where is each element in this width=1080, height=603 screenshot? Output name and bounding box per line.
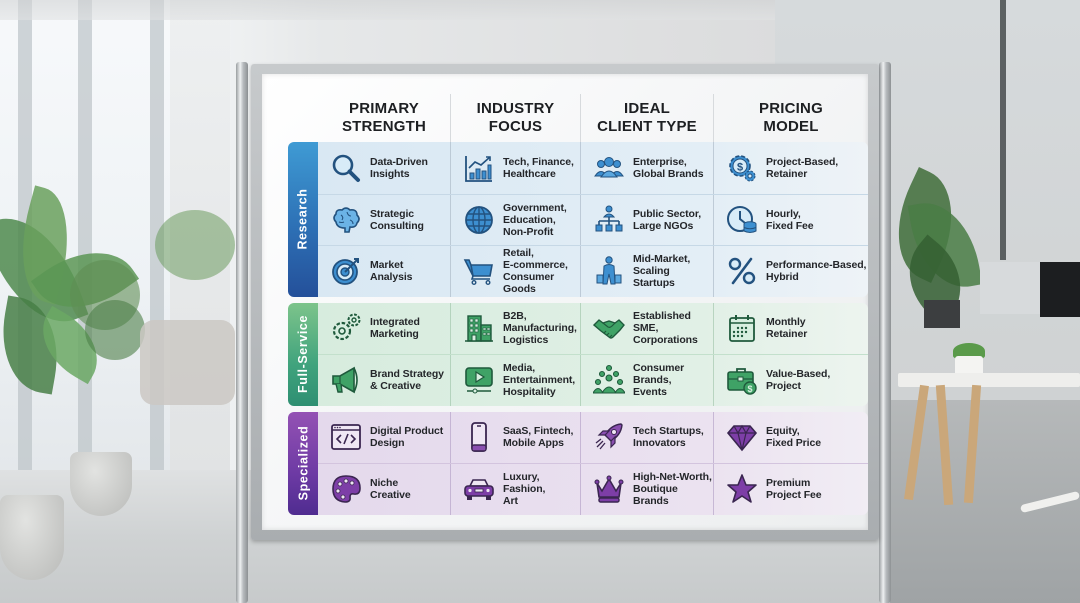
stand-post-right [879,62,891,603]
crown-icon [593,473,625,505]
desk-plant [953,343,985,359]
table-cell: $ Value-Based, Project [713,355,868,406]
table-cell: Mid-Market, Scaling Startups [580,246,713,297]
table-row: Strategic Consulting Government, Educati… [318,193,868,246]
org-chart-icon [593,204,625,236]
svg-text:$: $ [747,384,752,394]
section-label-research: Research [288,142,318,297]
table-cell: Consumer Brands, Events [580,355,713,406]
star-icon [726,473,758,505]
table-cell: Integrated Marketing [318,303,450,355]
table-cell: Data-Driven Insights [318,142,450,194]
table-row: Niche Creative Luxury, Fashion, Art High… [318,463,868,515]
megaphone-icon [330,364,362,396]
building-icon [463,312,495,344]
shopper-icon [593,255,625,287]
table-cell: Luxury, Fashion, Art [450,464,580,515]
table-cell: Government, Education, Non-Profit [450,194,580,245]
video-player-icon [463,364,495,396]
table-row: Market Analysis Retail, E-commerce, Cons… [318,245,868,297]
section-specialized: Specialized Digital Product Design SaaS,… [288,411,868,515]
code-window-icon [330,421,362,453]
header-pricing-model: PRICING MODEL [713,94,868,142]
car-icon [463,473,495,505]
calendar-icon [726,312,758,344]
table-cell: SaaS, Fintech, Mobile Apps [450,411,580,463]
handshake-icon [593,312,625,344]
table-cell: Media, Entertainment, Hospitality [450,355,580,406]
lounge-chair [140,320,235,405]
table-cell: Equity, Fixed Price [713,411,868,463]
header-row: PRIMARY STRENGTH INDUSTRY FOCUS IDEAL CL… [318,94,868,142]
header-ideal-client-type: IDEAL CLIENT TYPE [580,94,713,142]
table-cell: Tech, Finance, Healthcare [450,142,580,194]
table-cell: B2B, Manufacturing, Logistics [450,302,580,354]
header-industry-focus: INDUSTRY FOCUS [450,94,580,142]
table-row: Digital Product Design SaaS, Fintech, Mo… [318,411,868,464]
table-cell: $ Project-Based, Retainer [713,142,868,194]
stand-post-left [236,62,248,603]
section-label-specialized: Specialized [288,411,318,515]
table-row: Data-Driven Insights Tech, Finance, Heal… [318,142,868,194]
monitor-dark [1040,262,1080,317]
table-cell: Strategic Consulting [318,195,450,246]
briefcase-dollar-icon: $ [726,364,758,396]
percent-icon [726,255,758,287]
clock-coins-icon [726,204,758,236]
header-primary-strength: PRIMARY STRENGTH [341,100,427,135]
table-cell: Retail, E-commerce, Consumer Goods [450,246,580,297]
growth-chart-icon [463,152,495,184]
table-cell: Public Sector, Large NGOs [580,194,713,245]
table-row: Integrated Marketing B2B, Manufacturing,… [318,302,868,355]
table-cell: Enterprise, Global Brands [580,142,713,194]
dollar-gear-icon: $ [726,152,758,184]
table-cell: Brand Strategy & Creative [318,355,450,406]
section-label-full-service: Full-Service [288,302,318,406]
rocket-icon [593,421,625,453]
crowd-icon [593,364,625,396]
svg-text:$: $ [737,161,743,173]
diamond-icon [726,421,758,453]
table-cell: Hourly, Fixed Fee [713,194,868,245]
globe-icon [463,204,495,236]
table-cell: Performance-Based, Hybrid [713,246,868,297]
comparison-table: PRIMARY STRENGTH INDUSTRY FOCUS IDEAL CL… [288,94,868,515]
table-cell: Premium Project Fee [713,464,868,515]
table-cell: Market Analysis [318,246,450,297]
magnifier-icon [330,152,362,184]
table-cell: Niche Creative [318,464,450,515]
table-cell: Digital Product Design [318,412,450,464]
palette-icon [330,473,362,505]
shopping-cart-icon [463,255,495,287]
table-row: Brand Strategy & Creative Media, Enterta… [318,354,868,406]
table-cell: High-Net-Worth, Boutique Brands [580,464,713,515]
brain-icon [330,204,362,236]
section-research: Research Data-Driven Insights Tech, Fina… [288,142,868,297]
gears-icon [330,312,362,344]
group-icon [593,152,625,184]
section-full-service: Full-Service Integrated Marketing B2B, M… [288,302,868,406]
desk [898,373,1080,387]
smartphone-icon [463,421,495,453]
target-icon [330,255,362,287]
table-cell: Established SME, Corporations [580,302,713,354]
monitor-light [980,262,1040,314]
table-cell: Monthly Retainer [713,302,868,354]
table-cell: Tech Startups, Innovators [580,411,713,463]
partition-post [1000,0,1006,260]
